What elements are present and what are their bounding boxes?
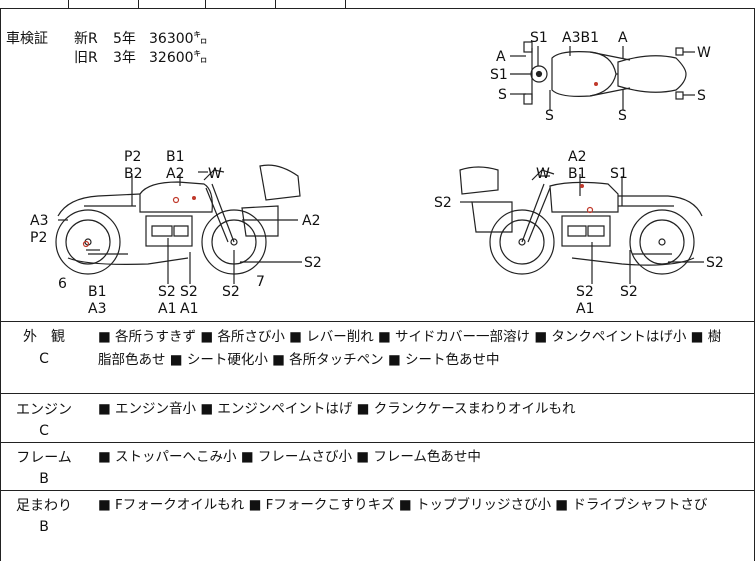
top-label-a-top: A bbox=[618, 30, 628, 46]
top-divider bbox=[275, 0, 276, 8]
left-label-6: 6 bbox=[58, 276, 67, 292]
top-divider bbox=[345, 0, 346, 8]
frame-items-line1: ■ ストッパーへこみ小 ■ フレームさび小 ■ フレーム色あせ中 bbox=[98, 449, 481, 465]
registration-old-km: 32600㌔ bbox=[149, 50, 208, 66]
top-divider bbox=[68, 0, 69, 8]
right-label-s2-bottom: S2 bbox=[576, 284, 594, 300]
top-divider bbox=[138, 0, 139, 8]
left-label-a2-top: A2 bbox=[166, 166, 184, 182]
category-frame: フレーム B bbox=[4, 449, 84, 488]
section-divider bbox=[0, 321, 755, 322]
category-grade: C bbox=[39, 351, 49, 367]
engine-items-line1: ■ エンジン音小 ■ エンジンペイントはげ ■ クランクケースまわりオイルもれ bbox=[98, 401, 576, 417]
right-label-b1: B1 bbox=[568, 166, 587, 182]
left-label-a2-right: A2 bbox=[302, 213, 320, 229]
right-label-s1: S1 bbox=[610, 166, 628, 182]
top-label-w: W bbox=[697, 45, 711, 61]
left-label-b1: B1 bbox=[166, 149, 185, 165]
right-label-s2-mid: S2 bbox=[620, 284, 638, 300]
top-divider bbox=[205, 0, 206, 8]
section-divider bbox=[0, 393, 755, 394]
top-label-s-left: S bbox=[498, 87, 507, 103]
left-label-s2-a: S2 bbox=[158, 284, 176, 300]
category-label: 足まわり bbox=[16, 498, 72, 514]
left-border bbox=[0, 8, 1, 561]
category-label: 外 観 bbox=[23, 329, 65, 345]
exterior-items-line2: 脂部色あせ ■ シート硬化小 ■ 各所タッチペン ■ シート色あせ中 bbox=[98, 352, 500, 368]
left-label-a1-b: A1 bbox=[180, 301, 198, 317]
registration-new-year: 5年 bbox=[113, 31, 136, 47]
top-label-s-bottom2: S bbox=[618, 108, 627, 124]
category-suspension: 足まわり B bbox=[4, 497, 84, 536]
engine-items: ■ エンジン音小 ■ エンジンペイントはげ ■ クランクケースまわりオイルもれ bbox=[98, 398, 748, 421]
top-label-s1: S1 bbox=[530, 30, 548, 46]
registration-old-year: 3年 bbox=[113, 50, 136, 66]
top-label-s1-left: S1 bbox=[490, 67, 508, 83]
category-grade: B bbox=[39, 471, 49, 487]
section-divider bbox=[0, 442, 755, 443]
left-label-a3: A3 bbox=[30, 213, 48, 229]
top-label-a-left: A bbox=[496, 49, 506, 65]
category-label: エンジン bbox=[16, 402, 72, 418]
category-grade: B bbox=[39, 519, 49, 535]
right-label-s2-right: S2 bbox=[706, 255, 724, 271]
category-label: フレーム bbox=[16, 450, 72, 466]
exterior-items: ■ 各所うすきず ■ 各所さび小 ■ レバー削れ ■ サイドカバー一部溶け ■ … bbox=[98, 326, 748, 372]
right-label-a1-bottom: A1 bbox=[576, 301, 594, 317]
category-grade: C bbox=[39, 423, 49, 439]
exterior-items-line1: ■ 各所うすきず ■ 各所さび小 ■ レバー削れ ■ サイドカバー一部溶け ■ … bbox=[98, 329, 722, 345]
left-label-p2-top: P2 bbox=[124, 149, 141, 165]
top-border bbox=[0, 8, 755, 9]
right-side-diagram: A2 B1 W S1 S2 S2 A1 S2 S2 bbox=[434, 149, 724, 317]
top-view-diagram: S1 A3B1 A A S1 S S S W S bbox=[490, 30, 711, 124]
registration-old-type: 旧R bbox=[74, 50, 98, 66]
suspension-items: ■ Fフォークオイルもれ ■ Fフォークこすりキズ ■ トップブリッジさび小 ■… bbox=[98, 494, 748, 517]
suspension-items-line1: ■ Fフォークオイルもれ ■ Fフォークこすりキズ ■ トップブリッジさび小 ■… bbox=[98, 497, 708, 513]
registration-new-type: 新R bbox=[74, 31, 98, 47]
frame-items: ■ ストッパーへこみ小 ■ フレームさび小 ■ フレーム色あせ中 bbox=[98, 446, 748, 469]
left-side-diagram: P2 B2 B1 A2 W A3 P2 A2 6 B1 A3 S2 S2 A1 … bbox=[30, 149, 322, 317]
left-label-w: W bbox=[208, 166, 222, 182]
right-label-s2-left: S2 bbox=[434, 195, 452, 211]
left-label-b2: B2 bbox=[124, 166, 143, 182]
registration-new-km: 36300㌔ bbox=[149, 31, 208, 47]
left-label-s2-right: S2 bbox=[304, 255, 322, 271]
left-label-b1-bottom: B1 bbox=[88, 284, 107, 300]
left-label-a3-bottom: A3 bbox=[88, 301, 106, 317]
registration-label: 車検証 bbox=[6, 31, 48, 47]
category-engine: エンジン C bbox=[4, 401, 84, 440]
right-label-a2: A2 bbox=[568, 149, 586, 165]
right-label-w: W bbox=[536, 166, 550, 182]
top-label-a3b1: A3B1 bbox=[562, 30, 599, 46]
left-label-a1-a: A1 bbox=[158, 301, 176, 317]
top-label-s-bottom1: S bbox=[545, 108, 554, 124]
left-label-p2: P2 bbox=[30, 230, 47, 246]
left-label-7: 7 bbox=[256, 274, 265, 290]
category-exterior: 外 観 C bbox=[4, 328, 84, 368]
top-label-s-right: S bbox=[697, 88, 706, 104]
left-label-s2-c: S2 bbox=[222, 284, 240, 300]
section-divider bbox=[0, 490, 755, 491]
left-label-s2-b: S2 bbox=[180, 284, 198, 300]
